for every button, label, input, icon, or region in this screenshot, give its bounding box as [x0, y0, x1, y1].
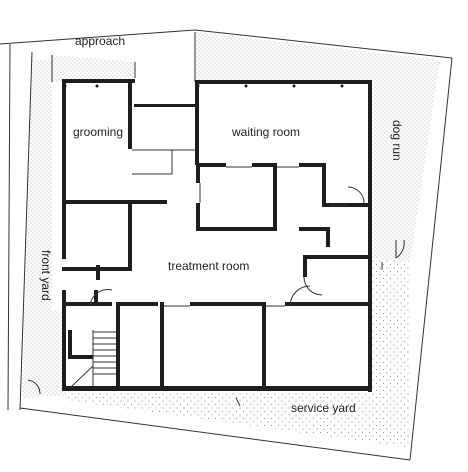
wall-left-upper — [62, 79, 66, 259]
approach-edge — [51, 32, 196, 82]
service-yard-area — [65, 258, 410, 448]
wall-left-lower — [62, 290, 66, 390]
label-dog-run: dog run — [390, 120, 404, 161]
dog-run-area — [195, 32, 440, 262]
wall-bottom — [62, 386, 372, 391]
stair — [68, 330, 116, 387]
doors — [27, 186, 405, 395]
wall-top-left — [62, 79, 135, 83]
front-yard-area — [22, 60, 65, 398]
interior-thin-lines — [132, 149, 348, 307]
interior-walls — [62, 79, 372, 390]
label-approach: approach — [75, 34, 125, 48]
wall-top-right — [195, 80, 372, 84]
wall-right — [368, 80, 372, 392]
approach-strip — [52, 55, 135, 82]
label-waiting-room: waiting room — [231, 125, 300, 139]
label-service-yard: service yard — [291, 401, 356, 415]
label-front-yard: front yard — [39, 250, 53, 301]
site-boundary — [0, 29, 453, 461]
label-grooming: grooming — [73, 125, 123, 139]
yard-hatching — [22, 32, 440, 448]
label-treatment-room: treatment room — [168, 259, 249, 273]
exterior-walls — [62, 79, 372, 392]
column-markers — [63, 84, 344, 88]
service-yard-fence — [235, 262, 383, 407]
